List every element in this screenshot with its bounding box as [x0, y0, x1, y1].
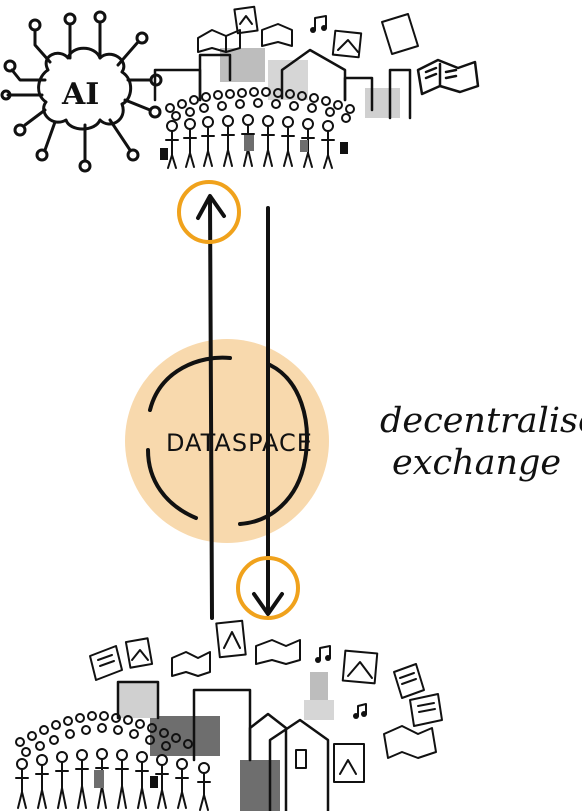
- framed-picture-icon: [331, 29, 363, 59]
- music-note-icon: [315, 645, 331, 663]
- dataspace-circle-fill: [125, 339, 329, 543]
- open-book-icon: [261, 23, 293, 47]
- document-icon: [393, 663, 425, 699]
- open-book-icon: [171, 651, 211, 677]
- side-label-line1: decentralised: [380, 401, 582, 441]
- city-buildings-icon: [153, 48, 412, 120]
- side-label-line2: exchange: [392, 443, 561, 483]
- up-arrow-icon: [196, 194, 226, 620]
- dataspace-label: DATASPACE: [166, 429, 313, 457]
- music-note-icon: [353, 703, 367, 719]
- ai-label: AI: [61, 77, 99, 112]
- circuit-network-icon: [0, 10, 163, 173]
- down-arrow-highlight: [236, 556, 300, 620]
- open-book-icon: [416, 58, 480, 96]
- open-book-icon: [255, 639, 301, 665]
- open-book-icon: [197, 29, 241, 53]
- framed-picture-icon: [233, 5, 259, 35]
- down-arrow-icon: [252, 206, 284, 616]
- framed-picture-icon: [341, 649, 379, 685]
- framed-picture-icon: [124, 637, 154, 669]
- music-note-icon: [310, 15, 327, 33]
- city-buildings-icon: [116, 672, 365, 811]
- document-icon: [409, 693, 443, 727]
- document-icon: [381, 13, 419, 55]
- framed-picture-icon: [215, 619, 247, 659]
- crowd-of-people-icon: [15, 711, 211, 811]
- ai-brain-icon: AI: [37, 46, 133, 131]
- document-icon: [89, 645, 123, 681]
- open-book-icon: [383, 725, 437, 759]
- crowd-of-people-icon: [160, 87, 355, 169]
- up-arrow-highlight: [177, 180, 241, 244]
